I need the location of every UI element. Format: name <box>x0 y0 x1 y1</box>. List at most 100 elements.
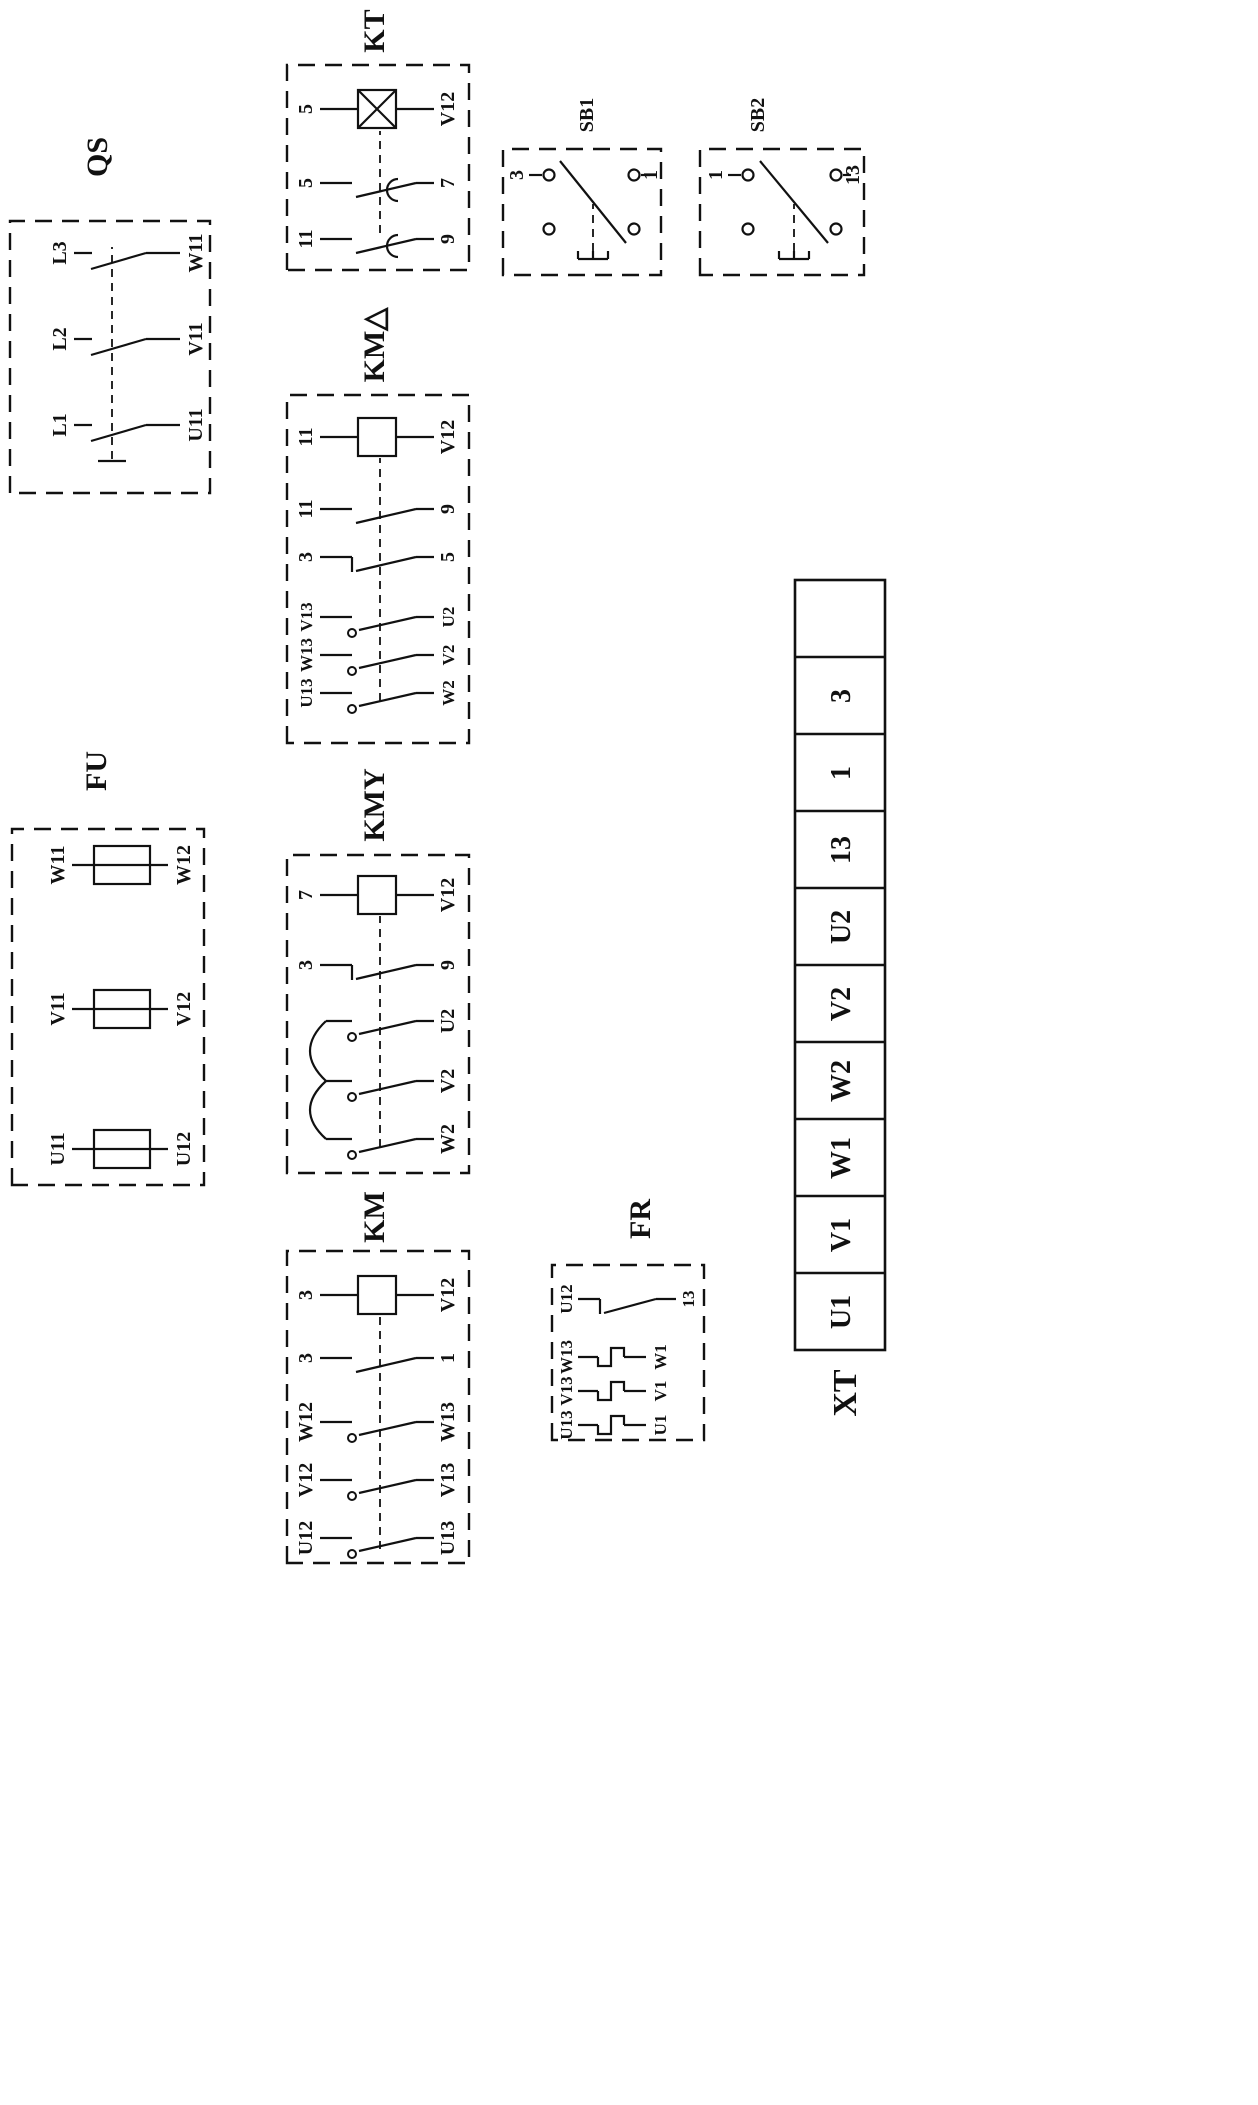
terminal-label: U12 <box>173 1132 195 1166</box>
xt-cell-label: 3 <box>826 689 857 703</box>
terminal-label: U2 <box>439 607 458 628</box>
component-label: QS <box>81 137 114 177</box>
kmy-group: KMY W2 V2 U2 3 <box>285 768 471 1175</box>
coil-rect <box>356 874 398 916</box>
terminal-label: V12 <box>437 1278 459 1312</box>
contact-blade <box>358 1079 417 1096</box>
terminal-label: 5 <box>295 104 317 114</box>
terminal-label: V11 <box>47 992 69 1025</box>
button-terminal <box>542 168 556 182</box>
terminal-label: W2 <box>437 1124 459 1154</box>
terminal-label: 9 <box>437 234 459 244</box>
fu-group: FU U11 U12 V11 V12 W11 W12 <box>10 751 206 1187</box>
qs-group: QS L1 U11 L2 V11 L3 W11 <box>8 137 212 495</box>
contact-blade <box>355 555 417 573</box>
xt-cell-label: U2 <box>826 910 857 944</box>
contact-pivot <box>347 1491 357 1501</box>
contact-blade <box>355 507 417 525</box>
contact-blade <box>358 1137 417 1154</box>
contact-blade <box>358 691 417 708</box>
heater-element <box>596 1346 626 1368</box>
terminal-label: V12 <box>437 878 459 912</box>
terminal-label: W13 <box>557 1340 576 1374</box>
star-bridge-arc <box>309 1020 327 1082</box>
terminal-label: V12 <box>173 992 195 1026</box>
contact-blade <box>358 1019 417 1036</box>
terminal-label: 9 <box>437 960 459 970</box>
star-bridge-arc <box>309 1080 327 1140</box>
terminal-label: L2 <box>49 327 71 350</box>
terminal-label: 13 <box>842 165 864 185</box>
terminal-label: U2 <box>437 1009 459 1033</box>
switch-blade <box>90 251 147 271</box>
component-label: KM△ <box>358 307 391 383</box>
terminal-label: V13 <box>297 602 316 631</box>
component-box <box>285 63 471 272</box>
button-terminal <box>741 168 755 182</box>
terminal-label: L1 <box>49 413 71 436</box>
component-label: KMY <box>358 768 391 842</box>
contact-blade <box>603 1297 657 1315</box>
component-box <box>698 147 866 277</box>
heater-element <box>596 1414 626 1436</box>
terminal-label: 3 <box>295 960 317 970</box>
terminal-label: 11 <box>295 230 317 249</box>
terminal-label: W12 <box>295 1402 317 1442</box>
component-label: XT <box>827 1369 864 1417</box>
terminal-label: V13 <box>437 1463 459 1497</box>
sb1-group: SB1 3 1 <box>501 98 663 277</box>
contact-blade <box>358 1420 417 1437</box>
terminal-label: 9 <box>437 504 459 514</box>
fr-group: FR U13 U1 V13 V1 W13 W1 U12 13 <box>550 1199 706 1442</box>
terminal-label: 7 <box>437 178 459 188</box>
component-label: KT <box>358 9 391 52</box>
terminal-label: 3 <box>295 552 317 562</box>
terminal-label: U13 <box>297 678 316 707</box>
component-box <box>501 147 663 277</box>
delay-arc <box>385 233 399 259</box>
component-label: SB1 <box>576 98 598 132</box>
terminal-label: V12 <box>437 92 459 126</box>
xt-cell-label: W2 <box>826 1060 857 1102</box>
button-bridge <box>759 160 829 244</box>
switch-blade <box>90 423 147 443</box>
xt-cell-label: V1 <box>826 1218 857 1252</box>
heater-element <box>596 1380 626 1402</box>
button-bridge <box>559 160 627 244</box>
terminal-label: W13 <box>437 1402 459 1442</box>
contact-pivot <box>347 1433 357 1443</box>
terminal-label: 1 <box>705 170 727 180</box>
sb2-group: SB2 1 13 <box>698 98 866 277</box>
terminal-label: W13 <box>297 638 316 672</box>
xt-cell-label: V2 <box>826 987 857 1021</box>
button-terminal <box>829 222 843 236</box>
component-label: FR <box>624 1199 657 1239</box>
terminal-label: 11 <box>295 500 317 519</box>
terminal-label: W11 <box>47 846 69 885</box>
delay-arc <box>385 177 399 203</box>
component-label: FU <box>80 751 113 791</box>
terminal-label: 7 <box>295 890 317 900</box>
component-box <box>285 853 471 1175</box>
terminal-label: V12 <box>295 1463 317 1497</box>
button-terminal <box>829 168 843 182</box>
terminal-label: V1 <box>651 1381 670 1402</box>
xt-cell-label: 13 <box>826 836 857 864</box>
terminal-label: 13 <box>679 1291 698 1308</box>
terminal-label: V11 <box>185 322 207 355</box>
xt-cell-label: U1 <box>826 1295 857 1329</box>
terminal-label: V13 <box>557 1376 576 1405</box>
terminal-label: U13 <box>437 1521 459 1555</box>
contact-pivot <box>347 666 357 676</box>
xt-cell-label: W1 <box>826 1137 857 1179</box>
contact-blade <box>355 1356 417 1374</box>
xt-group: XT U1 V1 W1 W2 V2 U2 13 1 3 <box>793 578 887 1417</box>
contact-blade <box>358 1536 417 1553</box>
contact-blade <box>355 963 417 981</box>
terminal-label: V2 <box>439 645 458 666</box>
coil-rect <box>356 1274 398 1316</box>
contact-pivot <box>347 704 357 714</box>
